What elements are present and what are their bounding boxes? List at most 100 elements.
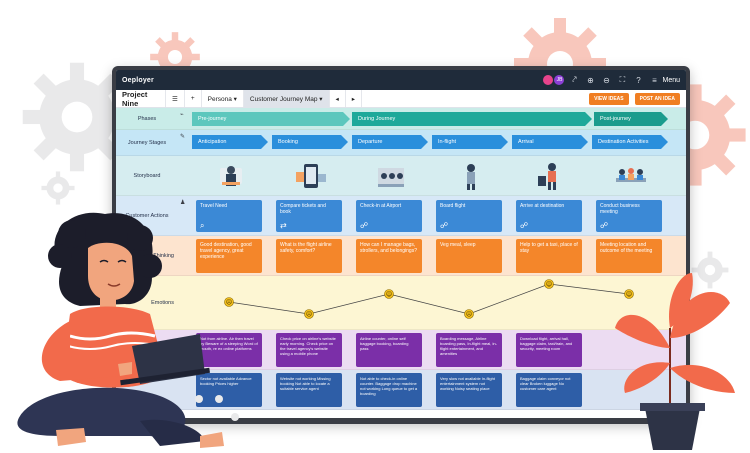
emotion-face-icon[interactable] <box>384 289 394 299</box>
emotion-curve: ☹ ☹ ☺ ☹ ☺ ☺ <box>224 279 634 319</box>
fullscreen-icon[interactable]: ⛶ <box>619 75 626 84</box>
app-screen: Oeployer JB ⤤ ⊕ ⊖ ⛶ ? ≡ Menu Project Nin… <box>116 70 686 418</box>
row-label: Storyboard <box>133 172 161 179</box>
row-touchpoints: Not from airline. Air then travel by Bew… <box>116 330 686 370</box>
monitor-base <box>112 420 690 424</box>
row-emotions: Emotions ☹ ☹ ☺ ☹ ☺ ☺ <box>116 276 686 330</box>
compare-icon: ⇄ <box>280 221 287 230</box>
thinking-card[interactable]: How can I manage bags, strollers, and be… <box>356 239 422 273</box>
emotion-face-icon[interactable] <box>224 297 234 307</box>
row-phases: Phases ⌁ Pre-journey During Journey Post… <box>116 108 686 130</box>
touchpoint-card[interactable]: Download flight, arrival hall, baggage c… <box>516 333 582 367</box>
share-icon[interactable]: ⤤ <box>572 75 577 84</box>
emotion-face-glyph: ☺ <box>626 291 632 298</box>
emotion-face-glyph: ☹ <box>226 299 232 306</box>
stage-chevron[interactable]: Booking <box>272 135 348 149</box>
action-card[interactable]: Arrive at destination☍ <box>516 200 582 232</box>
storyboard-image[interactable] <box>212 160 250 192</box>
emotion-face-glyph: ☺ <box>546 281 552 288</box>
action-card[interactable]: Check-in at Airport☍ <box>356 200 422 232</box>
thinking-card[interactable]: What is the flight airline safety, comfo… <box>276 239 342 273</box>
edit-icon[interactable]: ✎ <box>180 134 186 140</box>
post-idea-button[interactable]: POST AN IDEA <box>634 92 680 105</box>
stage-chevron[interactable]: Anticipation <box>192 135 268 149</box>
thinking-card[interactable]: Meeting location and outcome of the meet… <box>596 239 662 273</box>
emotion-line <box>228 283 630 315</box>
view-ideas-button[interactable]: VIEW IDEAS <box>589 92 629 105</box>
pain-point-card[interactable]: Baggage claim conveyor not clear Broken … <box>516 373 582 407</box>
stage-chevron[interactable]: Departure <box>352 135 428 149</box>
emotion-face-glyph: ☺ <box>386 291 392 298</box>
menu-label[interactable]: Menu <box>662 76 680 84</box>
persona-dropdown[interactable]: Persona ▾ <box>202 90 244 107</box>
zoom-out-icon[interactable]: ⊖ <box>603 75 610 85</box>
handshake-icon: ☍ <box>440 221 449 230</box>
storyboard-image[interactable] <box>372 160 410 192</box>
phase-chevron[interactable]: Post-journey <box>594 112 668 126</box>
person-illustration <box>17 212 224 448</box>
phase-chevron[interactable]: Pre-journey <box>192 112 350 126</box>
row-pain-points: Sector not available Advance booking Pri… <box>116 370 686 410</box>
stage-chevron[interactable]: Arrival <box>512 135 588 149</box>
pain-point-card[interactable]: Website not working Missing booking Not … <box>276 373 342 407</box>
stage-chevron[interactable]: In-flight <box>432 135 508 149</box>
thinking-card[interactable]: Veg meal, sleep <box>436 239 502 273</box>
app-logo: Oeployer <box>122 76 154 84</box>
journey-map-grid: Phases ⌁ Pre-journey During Journey Post… <box>116 108 686 418</box>
row-label: Emotions <box>151 299 174 306</box>
menu-button[interactable]: ☰ <box>166 90 185 107</box>
avatar[interactable] <box>543 75 554 85</box>
pain-point-card[interactable]: Sector not available Advance booking Pri… <box>196 373 262 407</box>
action-card[interactable]: Board flight☍ <box>436 200 502 232</box>
emotion-face-icon[interactable] <box>544 279 554 289</box>
touchpoint-card[interactable]: Not from airline. Air then travel by Bew… <box>196 333 262 367</box>
project-title: Project Nine <box>116 90 166 108</box>
emotion-face-icon[interactable] <box>304 309 314 319</box>
gear-icon <box>22 62 132 172</box>
action-card[interactable]: Conduct business meeting☍ <box>596 200 662 232</box>
avatar[interactable]: JB <box>554 75 565 85</box>
zoom-in-icon[interactable]: ⊕ <box>587 75 594 85</box>
gear-icon <box>41 171 75 205</box>
action-card[interactable]: Travel Need⌕ <box>196 200 262 232</box>
pain-point-card[interactable]: Not able to check-in online counter. Bag… <box>356 373 422 407</box>
gear-icon <box>691 251 729 289</box>
thinking-card[interactable]: Help to get a taxi, place of stay <box>516 239 582 273</box>
phase-chevron[interactable]: During Journey <box>352 112 592 126</box>
search-icon: ⌕ <box>200 221 205 230</box>
thinking-card[interactable]: Good destination, good travel agency, gr… <box>196 239 262 273</box>
storyboard-image[interactable] <box>612 160 650 192</box>
row-label: Thinking <box>153 252 174 259</box>
settings-icon[interactable]: ⌁ <box>180 112 184 118</box>
menu-icon[interactable]: ≡ <box>652 75 657 85</box>
touchpoint-card[interactable]: Check price on airline's website early m… <box>276 333 342 367</box>
emotion-face-glyph: ☹ <box>466 311 472 318</box>
handshake-icon: ☍ <box>360 221 369 230</box>
emotion-face-icon[interactable] <box>624 289 634 299</box>
row-thinking: Thinking Good destination, good travel a… <box>116 236 686 276</box>
handshake-icon: ☍ <box>520 221 529 230</box>
add-button[interactable]: + <box>185 90 202 107</box>
row-storyboard: Storyboard <box>116 156 686 196</box>
row-label: Customer Actions <box>125 212 169 219</box>
action-card[interactable]: Compare tickets and book⇄ <box>276 200 342 232</box>
emotion-face-icon[interactable] <box>464 309 474 319</box>
app-topbar: Oeployer JB ⤤ ⊕ ⊖ ⛶ ? ≡ Menu <box>116 70 686 90</box>
storyboard-image[interactable] <box>452 160 490 192</box>
row-journey-stages: Journey Stages ✎ Anticipation Booking De… <box>116 130 686 156</box>
tab-customer-journey-map[interactable]: Customer Journey Map ▾ <box>243 90 330 107</box>
toolbar: Project Nine ☰ + Persona ▾ Customer Jour… <box>116 90 686 108</box>
user-icon[interactable]: ♟ <box>180 200 186 206</box>
emotion-face-glyph: ☹ <box>306 311 312 318</box>
pain-point-card[interactable]: Very slow not available In-flight entert… <box>436 373 502 407</box>
stage-chevron[interactable]: Destination Activities <box>592 135 668 149</box>
help-icon[interactable]: ? <box>636 75 641 85</box>
storyboard-image[interactable] <box>292 160 330 192</box>
row-customer-actions: Customer Actions ♟ Travel Need⌕ Compare … <box>116 196 686 236</box>
storyboard-image[interactable] <box>532 160 570 192</box>
nav-prev-button[interactable]: ◂ <box>330 90 346 107</box>
nav-next-button[interactable]: ▸ <box>346 90 363 107</box>
touchpoint-card[interactable]: Boarding message, Airline boarding pass,… <box>436 333 502 367</box>
row-label: Journey Stages <box>127 139 167 146</box>
touchpoint-card[interactable]: Airline counter, online self baggage boo… <box>356 333 422 367</box>
